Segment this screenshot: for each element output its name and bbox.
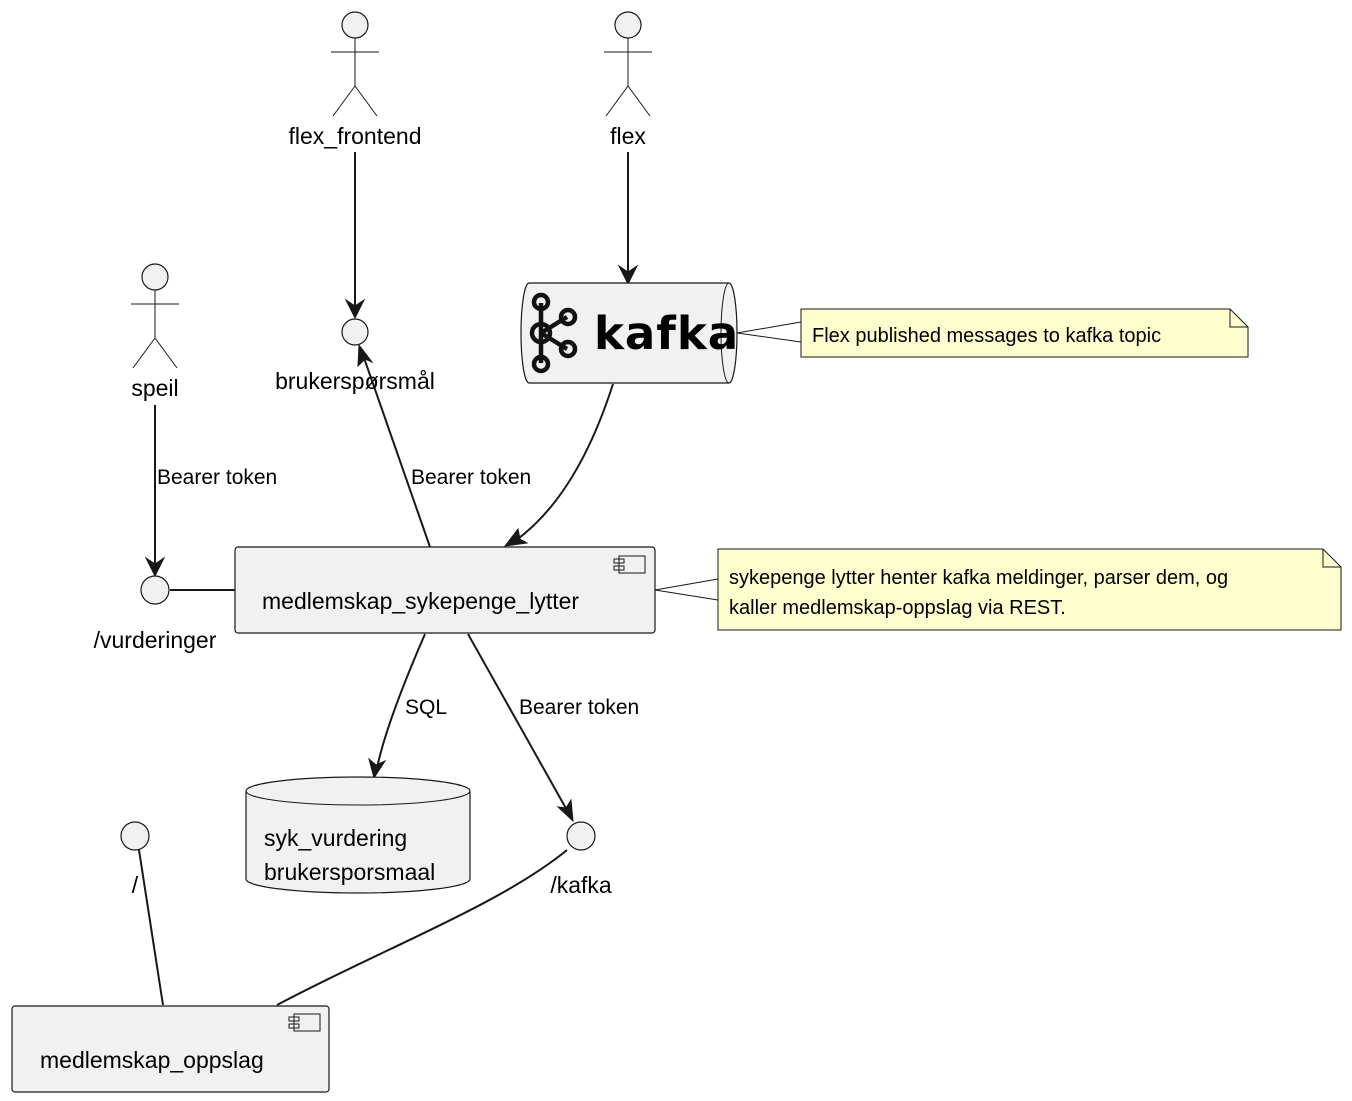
actor-icon bbox=[604, 11, 652, 117]
note-lytter-line2: kaller medlemskap-oppslag via REST. bbox=[729, 597, 1066, 619]
edge-root-to-oppslag bbox=[138, 849, 164, 1006]
actor-icon bbox=[131, 263, 179, 369]
actor-flex-frontend: flex_frontend bbox=[289, 11, 422, 149]
component-oppslag-label: medlemskap_oppslag bbox=[40, 1047, 264, 1073]
note-kafka-text: Flex published messages to kafka topic bbox=[812, 325, 1161, 347]
edge-label-lytter-kafka: Bearer token bbox=[519, 696, 639, 719]
note-kafka: Flex published messages to kafka topic bbox=[736, 308, 1249, 358]
interface-root: / bbox=[120, 821, 150, 898]
interface-vurderinger-label: /vurderinger bbox=[94, 627, 217, 653]
kafka-logo-text: kafka bbox=[594, 307, 739, 360]
kafka-logo-icon: kafka bbox=[529, 292, 739, 374]
edge-flex-frontend-to-brukersporsmal bbox=[344, 152, 366, 320]
note-lytter-line1: sykepenge lytter henter kafka meldinger,… bbox=[729, 567, 1228, 589]
component-oppslag: medlemskap_oppslag bbox=[11, 1005, 330, 1093]
edge-speil-to-vurderinger bbox=[144, 405, 166, 578]
edge-kafka-interface-to-oppslag bbox=[276, 849, 568, 1006]
edge-kafka-queue-to-lytter bbox=[503, 383, 614, 547]
actor-flex: flex bbox=[604, 11, 652, 149]
component-icon bbox=[613, 555, 646, 574]
component-lytter: medlemskap_sykepenge_lytter bbox=[234, 546, 656, 634]
actor-speil-label: speil bbox=[131, 375, 178, 401]
interface-vurderinger: /vurderinger bbox=[94, 575, 217, 653]
interface-brukersporsmal: brukerspørsmål bbox=[275, 318, 435, 394]
edge-flex-to-kafka-queue bbox=[617, 152, 639, 286]
actor-speil: speil bbox=[131, 263, 179, 401]
edge-label-lytter-database: SQL bbox=[405, 696, 447, 719]
database-cylinder: syk_vurdering brukersporsmaal bbox=[245, 776, 471, 894]
database-line1: syk_vurdering bbox=[264, 825, 407, 851]
interface-root-label: / bbox=[132, 872, 139, 898]
actor-icon bbox=[331, 11, 379, 117]
interface-kafka-label: /kafka bbox=[550, 872, 612, 898]
component-icon bbox=[288, 1013, 321, 1032]
edge-label-lytter-brukersporsmal: Bearer token bbox=[411, 466, 531, 489]
kafka-queue: kafka bbox=[520, 282, 739, 384]
interface-brukersporsmal-label: brukerspørsmål bbox=[275, 368, 435, 394]
actor-flex-label: flex bbox=[610, 123, 646, 149]
edge-lytter-to-brukersporsmal bbox=[357, 343, 431, 548]
edge-lytter-to-kafka-interface bbox=[467, 633, 574, 823]
edge-lytter-to-database bbox=[368, 633, 426, 780]
edge-label-speil-vurderinger: Bearer token bbox=[157, 466, 277, 489]
actor-flex-frontend-label: flex_frontend bbox=[289, 123, 422, 149]
note-lytter: sykepenge lytter henter kafka meldinger,… bbox=[654, 548, 1342, 631]
interface-kafka: /kafka bbox=[550, 821, 612, 898]
database-line2: brukersporsmaal bbox=[264, 859, 435, 885]
component-lytter-label: medlemskap_sykepenge_lytter bbox=[262, 588, 579, 614]
